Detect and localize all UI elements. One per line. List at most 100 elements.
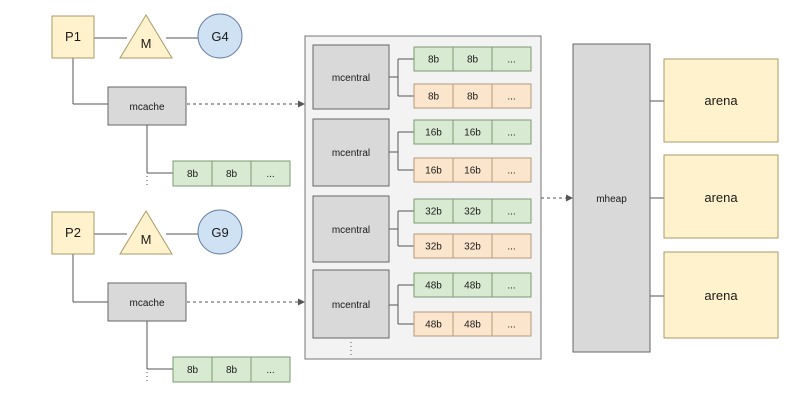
span-cell-label: 32b bbox=[464, 242, 481, 253]
processor-box bbox=[51, 15, 95, 59]
arena-label: arena bbox=[704, 288, 738, 303]
span-cell-label: 32b bbox=[425, 242, 442, 253]
span-cell bbox=[413, 272, 454, 298]
span-cell bbox=[491, 272, 532, 298]
mcentral-label: mcentral bbox=[332, 148, 370, 159]
span-cell-label: 48b bbox=[464, 320, 481, 331]
goroutine-circle bbox=[197, 13, 243, 59]
arena-box bbox=[663, 58, 779, 143]
span-cell bbox=[211, 160, 252, 187]
mheap-box bbox=[572, 43, 651, 353]
span-cell-label: ... bbox=[507, 281, 515, 292]
goroutine-circle bbox=[197, 209, 243, 255]
machine-label: M bbox=[141, 36, 152, 51]
mheap-group: mheap bbox=[572, 43, 664, 353]
span-cell bbox=[413, 233, 454, 259]
processor-label: P2 bbox=[65, 225, 81, 240]
mcentral-box bbox=[312, 118, 390, 187]
mcentral-group-48b: mcentral 48b 48b ... 48b 48b ... bbox=[312, 269, 532, 339]
span-cell bbox=[413, 83, 454, 109]
span-cell-label: ... bbox=[507, 242, 515, 253]
span-cell-label: 8b bbox=[187, 365, 199, 376]
span-cell-label: 48b bbox=[464, 281, 481, 292]
mcache-label: mcache bbox=[129, 298, 164, 309]
arena-label: arena bbox=[704, 190, 738, 205]
span-cell bbox=[211, 356, 252, 383]
span-cell-label: ... bbox=[266, 365, 274, 376]
processor-box bbox=[51, 211, 95, 255]
machine-triangle bbox=[119, 14, 173, 59]
span-cell-label: 8b bbox=[226, 169, 238, 180]
span-cell-label: 8b bbox=[467, 55, 479, 66]
mcentral-box bbox=[312, 44, 390, 110]
span-cell bbox=[452, 83, 493, 109]
mcache-box bbox=[107, 282, 187, 322]
span-cell bbox=[491, 157, 532, 183]
span-cell-label: ... bbox=[266, 169, 274, 180]
span-cell-label: 8b bbox=[467, 92, 479, 103]
span-cell bbox=[413, 119, 454, 145]
arena-label: arena bbox=[704, 93, 738, 108]
span-cell-label: ... bbox=[507, 207, 515, 218]
span-cell bbox=[452, 233, 493, 259]
span-cell-label: 8b bbox=[428, 92, 440, 103]
span-cell-label: ... bbox=[507, 92, 515, 103]
span-cell bbox=[491, 46, 532, 72]
span-cell bbox=[452, 311, 493, 337]
arena-box bbox=[663, 154, 779, 239]
arrowhead bbox=[298, 298, 305, 306]
mheap-label: mheap bbox=[596, 194, 627, 205]
arrowhead bbox=[566, 194, 573, 202]
arrowhead bbox=[298, 100, 305, 108]
span-cell-label: 32b bbox=[425, 207, 442, 218]
span-cell bbox=[413, 46, 454, 72]
machine-label: M bbox=[141, 232, 152, 247]
span-cell bbox=[491, 233, 532, 259]
processor-label: P1 bbox=[65, 29, 81, 44]
processor-group-1: P1 M G4 mcache 8b 8b ... bbox=[51, 13, 305, 188]
span-cell bbox=[172, 160, 213, 187]
arena-box bbox=[663, 251, 779, 339]
mcentral-box bbox=[312, 269, 390, 339]
mcentral-group-8b: mcentral 8b 8b ... 8b 8b ... bbox=[312, 44, 532, 110]
span-cell bbox=[250, 356, 291, 383]
span-cell-label: ... bbox=[507, 128, 515, 139]
span-cell bbox=[413, 311, 454, 337]
mcentral-group-16b: mcentral 16b 16b ... 16b 16b ... bbox=[312, 118, 532, 187]
span-cell-label: 8b bbox=[428, 55, 440, 66]
span-cell bbox=[452, 198, 493, 224]
mcache-span-list: 8b 8b ... bbox=[172, 160, 291, 187]
mcache-label: mcache bbox=[129, 102, 164, 113]
span-cell-label: 16b bbox=[464, 166, 481, 177]
span-cell-label: 16b bbox=[425, 128, 442, 139]
span-cell bbox=[452, 272, 493, 298]
span-cell bbox=[491, 119, 532, 145]
span-cell-label: 16b bbox=[464, 128, 481, 139]
span-cell bbox=[491, 198, 532, 224]
machine-triangle bbox=[119, 210, 173, 255]
span-cell-label: ... bbox=[507, 55, 515, 66]
span-cell-label: ... bbox=[507, 320, 515, 331]
mcentral-label: mcentral bbox=[332, 300, 370, 311]
mcentral-label: mcentral bbox=[332, 73, 370, 84]
mcache-box bbox=[107, 86, 187, 126]
span-cell bbox=[172, 356, 213, 383]
span-cell bbox=[491, 83, 532, 109]
span-cell bbox=[452, 46, 493, 72]
span-cell bbox=[491, 311, 532, 337]
span-cell-label: ... bbox=[507, 166, 515, 177]
mcentral-group-32b: mcentral 32b 32b ... 32b 32b ... bbox=[312, 195, 532, 263]
span-cell-label: 8b bbox=[187, 169, 199, 180]
mcentral-box bbox=[312, 195, 390, 263]
goroutine-label: G4 bbox=[211, 29, 228, 44]
span-cell bbox=[452, 119, 493, 145]
mcache-span-list: 8b 8b ... bbox=[172, 356, 291, 383]
span-cell bbox=[250, 160, 291, 187]
span-cell-label: 8b bbox=[226, 365, 238, 376]
span-cell-label: 48b bbox=[425, 320, 442, 331]
arena-column: arena arena arena bbox=[663, 58, 779, 339]
goroutine-label: G9 bbox=[211, 225, 228, 240]
span-cell-label: 32b bbox=[464, 207, 481, 218]
span-cell-label: 48b bbox=[425, 281, 442, 292]
